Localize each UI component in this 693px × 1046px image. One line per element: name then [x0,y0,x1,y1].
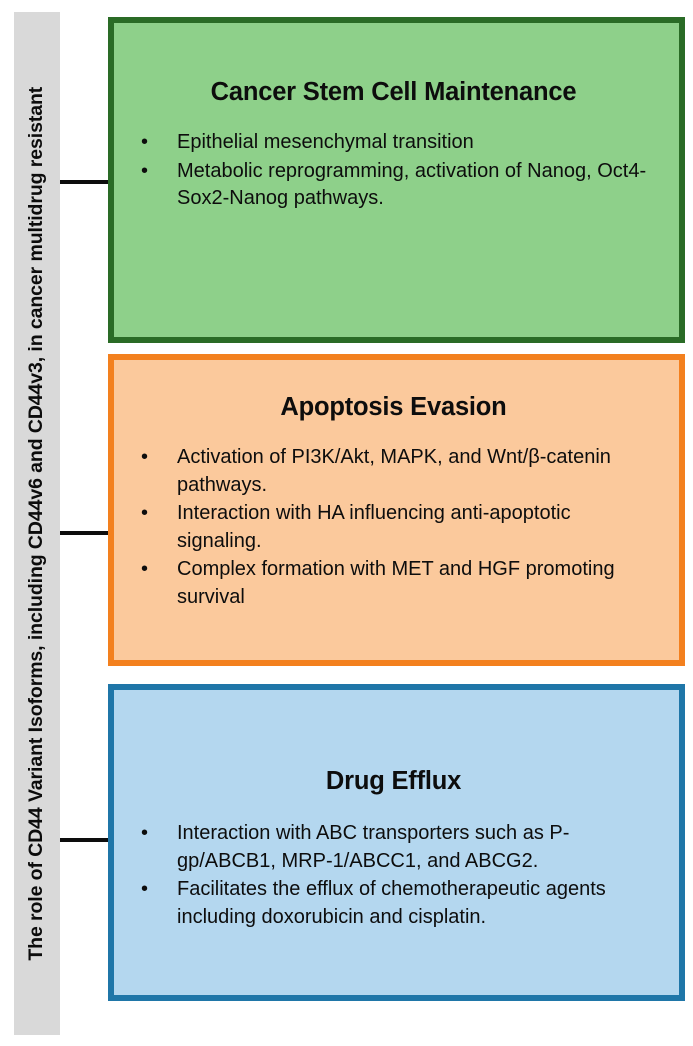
bullet-list-orange: • Activation of PI3K/Akt, MAPK, and Wnt/… [127,444,660,612]
list-item: • Metabolic reprogramming, activation of… [127,158,660,213]
list-item: • Interaction with ABC transporters such… [127,820,660,875]
vertical-axis-label-bar: The role of CD44 Variant Isoforms, inclu… [14,12,60,1035]
panel-body-blue: Drug Efflux • Interaction with ABC trans… [114,690,679,995]
list-item-text: Facilitates the efflux of chemotherapeut… [177,878,606,928]
panel-apoptosis-evasion: Apoptosis Evasion • Activation of PI3K/A… [108,354,685,666]
bullet-list-green: • Epithelial mesenchymal transition • Me… [127,129,660,213]
panel-drug-efflux: Drug Efflux • Interaction with ABC trans… [108,684,685,1001]
connector-line-blue [60,838,112,842]
connector-line-orange [60,531,112,535]
bullet-dot-icon: • [141,502,149,525]
list-item: • Complex formation with MET and HGF pro… [127,556,660,611]
bullet-dot-icon: • [141,878,149,901]
list-item-text: Interaction with HA influencing anti-apo… [177,502,571,552]
vertical-axis-label-text: The role of CD44 Variant Isoforms, inclu… [25,86,48,961]
bullet-dot-icon: • [141,159,149,182]
bullet-dot-icon: • [141,131,149,153]
list-item-text: Metabolic reprogramming, activation of N… [177,159,647,210]
panel-title-drug-efflux: Drug Efflux [325,767,462,795]
bullet-dot-icon: • [141,822,149,844]
panel-title-cancer-stem-cell-maintenance: Cancer Stem Cell Maintenance [210,78,577,106]
list-item-text: Interaction with ABC transporters such a… [177,822,570,872]
list-item: • Activation of PI3K/Akt, MAPK, and Wnt/… [127,444,660,499]
list-item-text: Epithelial mesenchymal transition [177,131,474,153]
list-item-text: Activation of PI3K/Akt, MAPK, and Wnt/β-… [177,446,611,496]
connector-line-green [60,180,112,184]
panel-cancer-stem-cell-maintenance: Cancer Stem Cell Maintenance • Epithelia… [108,17,685,343]
panel-body-orange: Apoptosis Evasion • Activation of PI3K/A… [114,360,679,660]
bullet-list-blue: • Interaction with ABC transporters such… [127,820,660,931]
bullet-dot-icon: • [141,446,149,468]
list-item-text: Complex formation with MET and HGF promo… [177,558,615,608]
bullet-dot-icon: • [141,558,149,581]
list-item: • Interaction with HA influencing anti-a… [127,500,660,555]
list-item: • Facilitates the efflux of chemotherape… [127,876,660,931]
panel-body-green: Cancer Stem Cell Maintenance • Epithelia… [114,23,679,337]
panel-title-apoptosis-evasion: Apoptosis Evasion [280,393,507,421]
list-item: • Epithelial mesenchymal transition [127,129,660,157]
